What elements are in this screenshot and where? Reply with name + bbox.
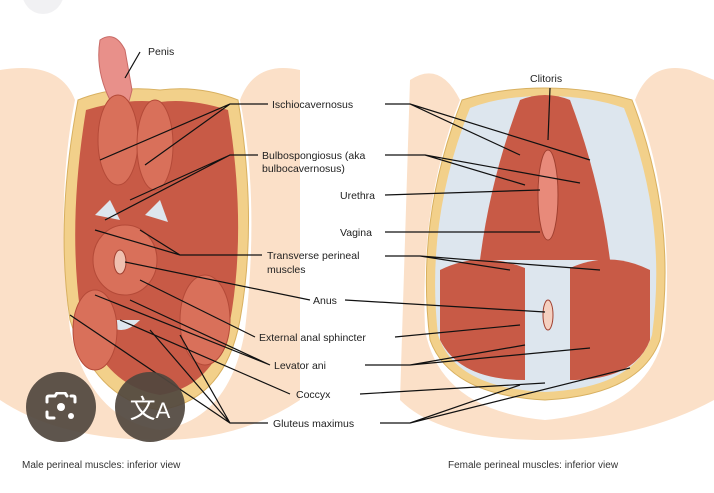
- label-transverse-perineal: Transverse perineal: [267, 250, 359, 262]
- top-circle-button[interactable]: [22, 0, 64, 14]
- leader-lines: [69, 51, 631, 424]
- label-ischiocavernosus: Ischiocavernosus: [272, 99, 353, 111]
- caption-male: Male perineal muscles: inferior view: [22, 460, 181, 471]
- label-transverse-perineal-2: muscles: [267, 264, 306, 276]
- label-vagina: Vagina: [340, 227, 372, 239]
- female-figure: [400, 68, 714, 440]
- label-urethra: Urethra: [340, 190, 375, 202]
- lens-search-button[interactable]: [26, 372, 96, 442]
- translate-button[interactable]: 文A: [115, 372, 185, 442]
- translate-icon: 文A: [129, 393, 171, 424]
- label-external-anal-sphincter: External anal sphincter: [259, 332, 366, 344]
- label-bulbospongiosus-2: bulbocavernosus): [262, 163, 345, 175]
- caption-female: Female perineal muscles: inferior view: [448, 460, 619, 471]
- label-levator-ani: Levator ani: [274, 360, 326, 372]
- label-coccyx: Coccyx: [296, 389, 331, 401]
- label-bulbospongiosus: Bulbospongiosus (aka: [262, 150, 365, 162]
- lens-camera-icon: [45, 392, 77, 420]
- label-anus: Anus: [313, 295, 337, 307]
- label-penis: Penis: [148, 46, 174, 58]
- label-gluteus-maximus: Gluteus maximus: [273, 418, 354, 430]
- label-clitoris: Clitoris: [530, 73, 562, 85]
